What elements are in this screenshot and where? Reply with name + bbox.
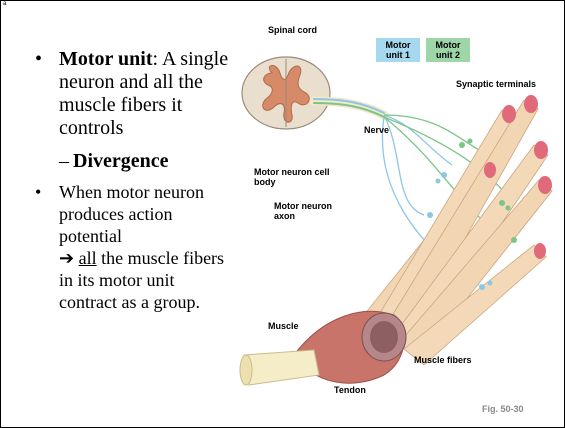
action-potential-text: When motor neuron produces action potent… <box>59 182 204 246</box>
label-nerve: Nerve <box>364 125 389 135</box>
tendon <box>240 350 319 385</box>
corner-mark: a <box>3 1 6 7</box>
label-motor-neuron-axon: Motor neuron axon <box>274 201 350 221</box>
legend-motor-unit-2: Motor unit 2 <box>426 38 470 62</box>
label-spinal-cord: Spinal cord <box>268 25 317 35</box>
legend-motor-unit-1: Motor unit 1 <box>376 38 420 62</box>
arrow-icon: ➔ <box>59 248 74 268</box>
label-muscle: Muscle <box>268 321 299 331</box>
bullet-action-potential: • When motor neuron produces action pote… <box>35 181 235 313</box>
term-divergence: Divergence <box>73 150 169 172</box>
motor-unit-figure: Spinal cord Motor unit 1 Motor unit 2 Sy… <box>234 15 564 415</box>
text-column: • Motor unit: A single neuron and all th… <box>35 48 235 313</box>
term-motor-unit: Motor unit <box>59 48 153 70</box>
bullet-motor-unit: • Motor unit: A single neuron and all th… <box>35 48 235 140</box>
bullet-dot: • <box>35 48 42 71</box>
label-synaptic-terminals: Synaptic terminals <box>456 79 536 89</box>
sub-bullet-divergence: –Divergence <box>59 150 235 173</box>
figure-number: Fig. 50-30 <box>482 404 524 414</box>
word-all: all <box>79 248 97 268</box>
sub-dash: – <box>59 150 69 172</box>
label-motor-neuron-cell-body: Motor neuron cell body <box>254 167 334 187</box>
label-tendon: Tendon <box>334 385 366 395</box>
bullet-dot: • <box>35 181 41 203</box>
label-muscle-fibers: Muscle fibers <box>414 355 472 365</box>
spinal-cord-section <box>242 57 330 129</box>
